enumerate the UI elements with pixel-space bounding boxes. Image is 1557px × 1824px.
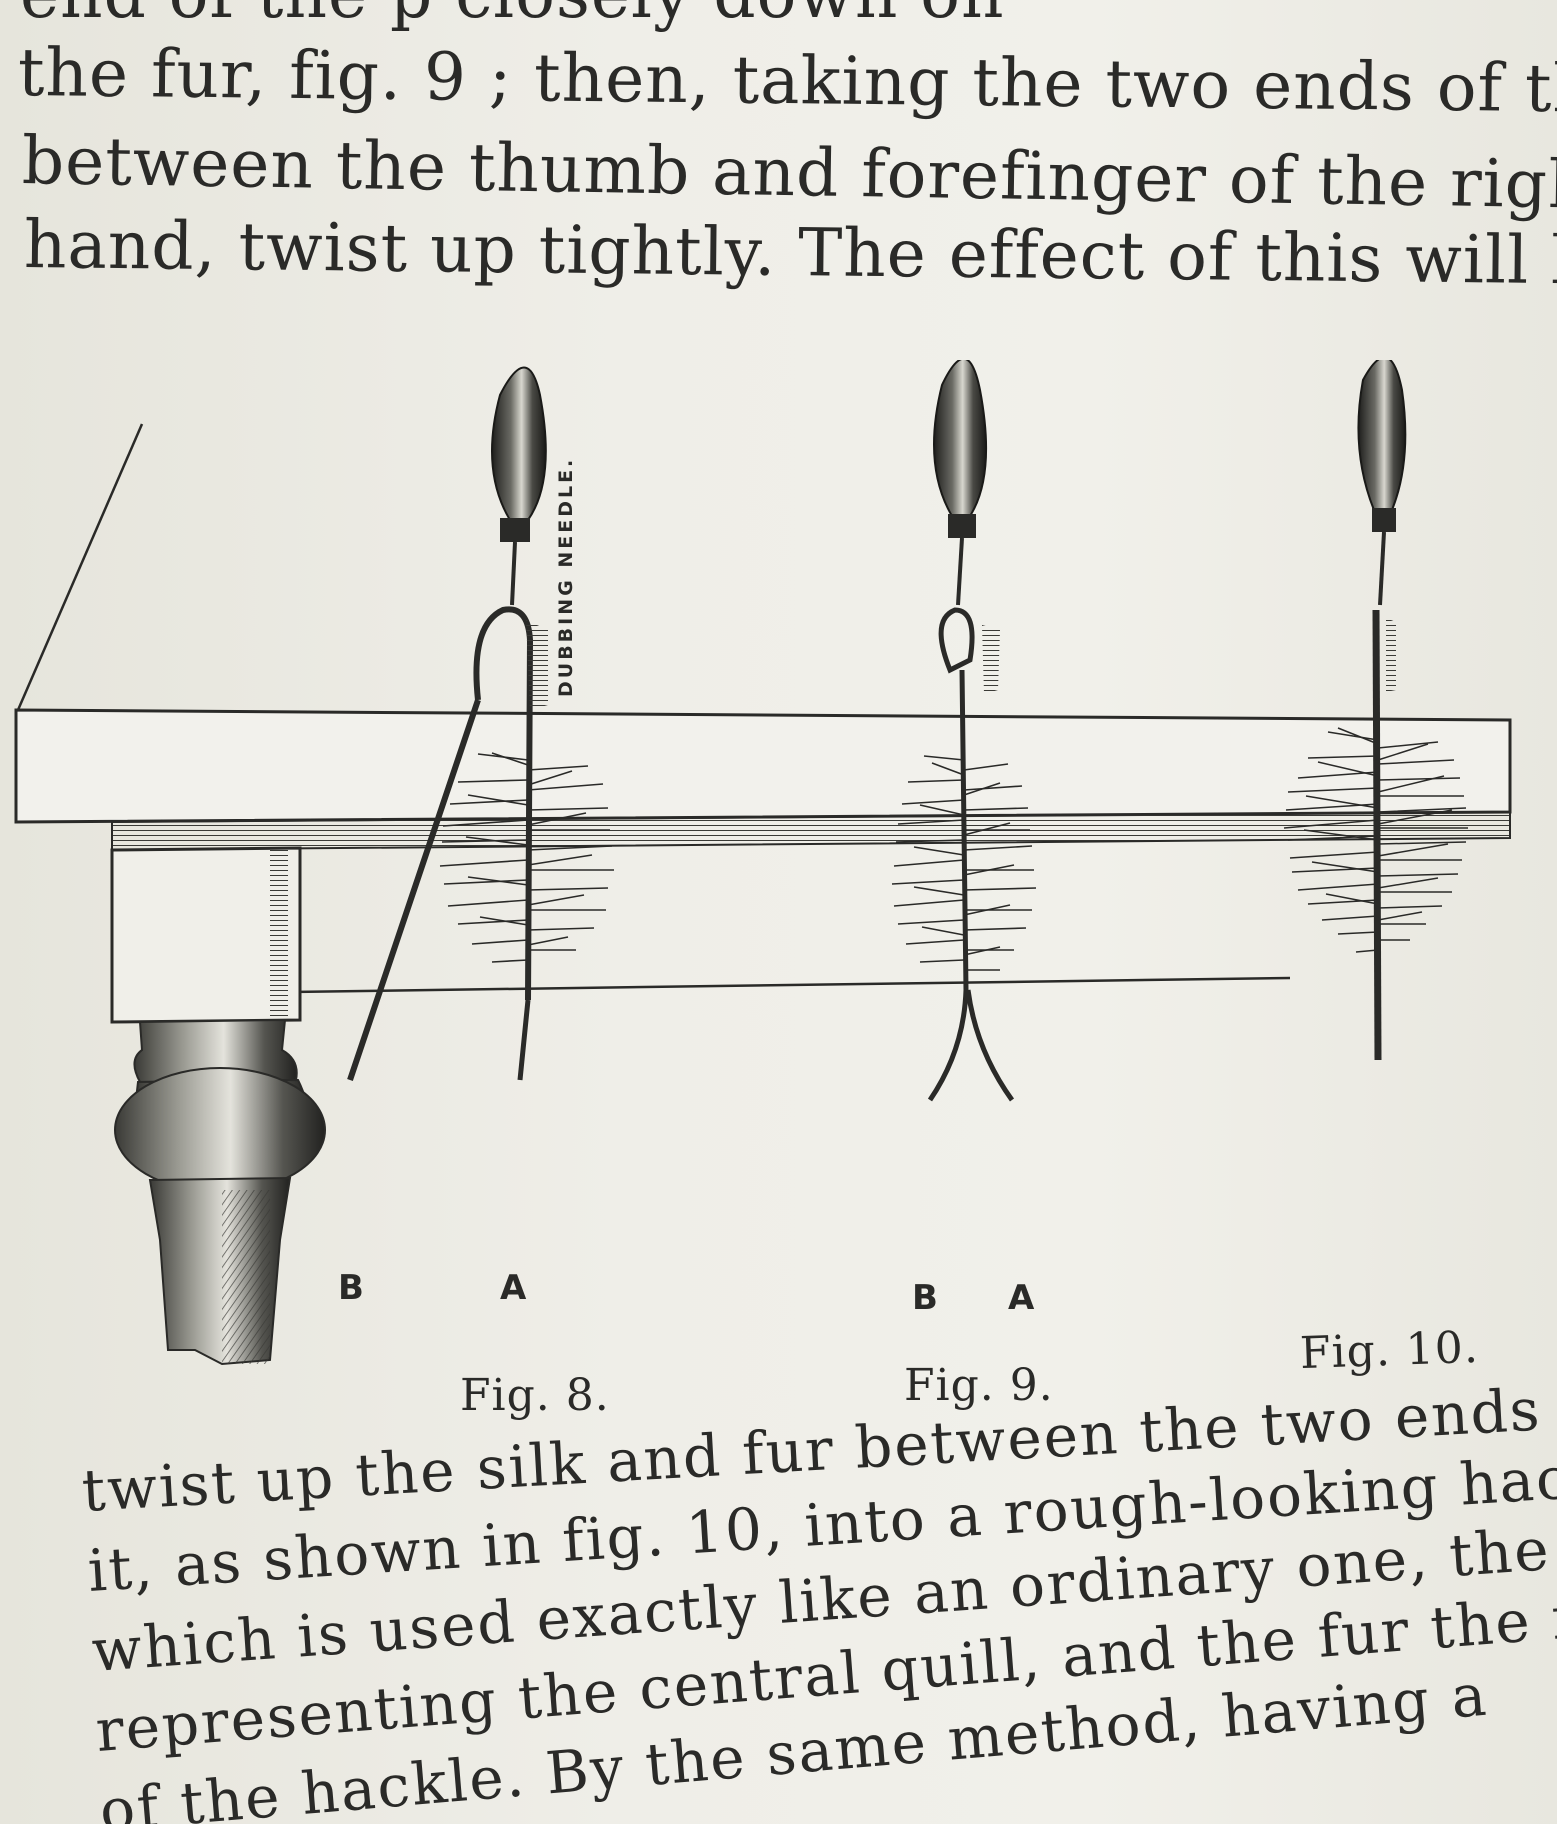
text-line-cut: end of the p closely down on [20,0,1005,28]
fig-9-label-a: A [1008,1278,1035,1318]
text-line-3: hand, twist up tightly. The effect of th… [23,206,1557,301]
fig-8-label-a: A [500,1268,527,1308]
text-line-2: between the thumb and forefinger of the … [21,122,1557,225]
fig-10-caption: Fig. 10. [1299,1321,1480,1380]
dubbing-illustration [14,360,1512,1366]
table [14,423,1512,1366]
fig-9-label-b: B [912,1278,938,1318]
fig-9-caption: Fig. 9. [904,1360,1054,1411]
fig-8-label-b: B [338,1268,364,1308]
cut-off-text-line: end of the p closely down on [0,0,1557,40]
text-line-1: the fur, fig. 9 ; then, taking the two e… [17,34,1557,129]
fig-9-drawing [891,360,1037,1102]
fig-8-drawing [347,366,614,1081]
fig-10-drawing [1283,360,1468,1061]
dubbing-needle-label: DUBBING NEEDLE. [555,456,577,697]
fig-8-caption: Fig. 8. [460,1370,610,1421]
